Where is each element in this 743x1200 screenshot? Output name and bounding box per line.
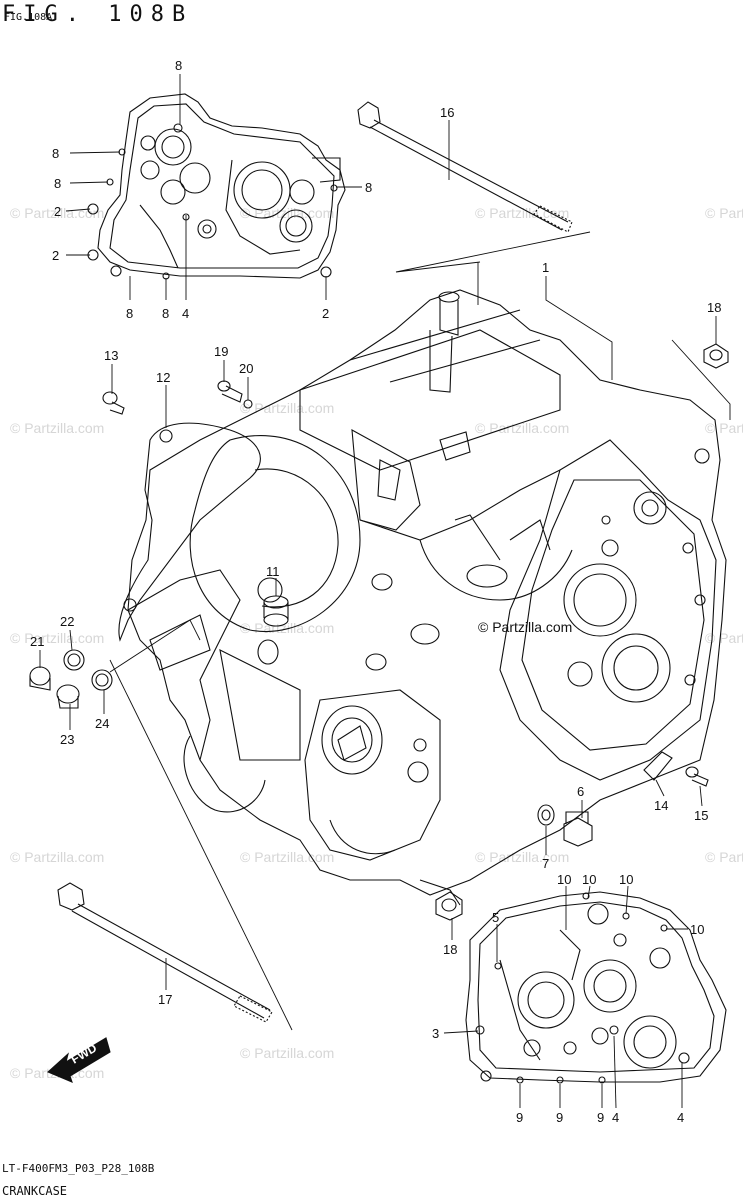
callout-24: 24 xyxy=(95,716,109,731)
watermark: © Partzilla.com xyxy=(475,420,569,436)
callout-9: 9 xyxy=(516,1110,523,1125)
o-ring-24 xyxy=(91,669,113,691)
callout-4: 4 xyxy=(182,306,189,321)
callout-10: 10 xyxy=(619,872,633,887)
callout-4: 4 xyxy=(677,1110,684,1125)
callout-10: 10 xyxy=(690,922,704,937)
plate-14 xyxy=(643,751,673,781)
callout-12: 12 xyxy=(156,370,170,385)
plug-23 xyxy=(56,684,80,709)
callout-8: 8 xyxy=(126,306,133,321)
callout-11: 11 xyxy=(266,564,280,579)
watermark: © Partzilla.com xyxy=(705,849,743,865)
nut-18-bottom xyxy=(435,891,463,921)
callout-2: 2 xyxy=(52,248,59,263)
plug-21 xyxy=(29,666,51,691)
watermark: © Partzilla.com xyxy=(10,630,104,646)
callout-15: 15 xyxy=(694,808,708,823)
callout-8: 8 xyxy=(52,146,59,161)
crankcase-assembly xyxy=(127,289,727,906)
callout-8: 8 xyxy=(365,180,372,195)
callout-2: 2 xyxy=(54,204,61,219)
watermark-center: © Partzilla.com xyxy=(478,619,572,635)
figure-title: FIG. 108B xyxy=(2,2,194,27)
callout-10: 10 xyxy=(582,872,596,887)
callout-8: 8 xyxy=(54,176,61,191)
callout-8: 8 xyxy=(175,58,182,73)
long-bolt-16 xyxy=(357,101,573,233)
callout-9: 9 xyxy=(556,1110,563,1125)
callout-4: 4 xyxy=(612,1110,619,1125)
watermark: © Partzilla.com xyxy=(705,420,743,436)
callout-23: 23 xyxy=(60,732,74,747)
callout-18: 18 xyxy=(443,942,457,957)
nut-18-top xyxy=(703,343,729,369)
lower-crankcase-half xyxy=(465,891,727,1084)
callout-18: 18 xyxy=(707,300,721,315)
watermark: © Partzilla.com xyxy=(10,420,104,436)
leader-lines xyxy=(39,74,731,1109)
callout-2: 2 xyxy=(322,306,329,321)
figure-code: LT-F400FM3_P03_P28_108B xyxy=(2,1162,155,1175)
callout-1: 1 xyxy=(542,260,549,275)
callout-22: 22 xyxy=(60,614,74,629)
callout-13: 13 xyxy=(104,348,118,363)
figure-subtitle: FIG.108A xyxy=(4,12,53,23)
watermark: © Partzilla.com xyxy=(705,205,743,221)
callouts: 8 8 8 2 2 8 8 4 2 8 16 1 18 13 19 20 12 … xyxy=(30,58,721,1125)
o-ring-22 xyxy=(63,649,85,671)
long-bolt-17 xyxy=(57,882,273,1023)
callout-14: 14 xyxy=(654,798,668,813)
washer-7 xyxy=(537,804,555,826)
gasket-12 xyxy=(118,422,261,642)
watermark: © Partzilla.com xyxy=(240,1045,334,1061)
watermark: © Partzilla.com xyxy=(10,205,104,221)
callout-3: 3 xyxy=(432,1026,439,1041)
callout-7: 7 xyxy=(542,856,549,871)
watermark: © Partzilla.com xyxy=(475,205,569,221)
bolt-15 xyxy=(685,766,709,787)
callout-10: 10 xyxy=(557,872,571,887)
callout-16: 16 xyxy=(440,105,454,120)
figure-name: CRANKCASE xyxy=(2,1184,68,1198)
callout-8: 8 xyxy=(162,306,169,321)
callout-21: 21 xyxy=(30,634,44,649)
callout-19: 19 xyxy=(214,344,228,359)
callout-9: 9 xyxy=(597,1110,604,1125)
bolt-13 xyxy=(102,391,125,415)
watermark: © Partzilla.com xyxy=(705,630,743,646)
upper-crankcase-half xyxy=(87,93,346,280)
plug-bolt-6 xyxy=(563,811,593,847)
watermark: © Partzilla.com xyxy=(475,849,569,865)
watermark-layer: © Partzilla.com © Partzilla.com © Partzi… xyxy=(10,205,743,1081)
callout-20: 20 xyxy=(239,361,253,376)
callout-17: 17 xyxy=(158,992,172,1007)
watermark: © Partzilla.com xyxy=(240,400,334,416)
watermark: © Partzilla.com xyxy=(10,849,104,865)
watermark: © Partzilla.com xyxy=(240,849,334,865)
callout-6: 6 xyxy=(577,784,584,799)
callout-5: 5 xyxy=(492,910,499,925)
